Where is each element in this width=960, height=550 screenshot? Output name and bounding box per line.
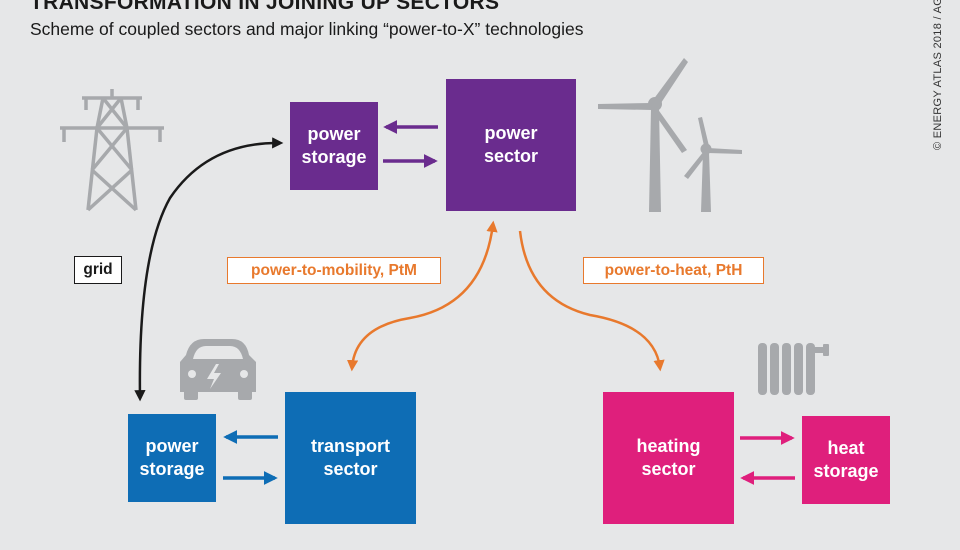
grid-arrow (134, 137, 284, 402)
page-title: TRANSFORMATION IN JOINING UP SECTORS (30, 0, 500, 14)
power-to-mobility-arrow (346, 220, 498, 372)
power-sector-box: power sector (446, 79, 576, 211)
wind-turbine-icon (598, 58, 742, 212)
power-to-heat-arrow (518, 230, 665, 372)
heat-storage-box: heat storage (802, 416, 890, 504)
pylon-icon (60, 89, 164, 212)
power-storage-bottom-box: power storage (128, 414, 216, 502)
grid-label: grid (74, 256, 122, 284)
power-storage-top-box: power storage (290, 102, 378, 190)
car-icon (180, 339, 256, 400)
power-to-mobility-label: power-to-mobility, PtM (227, 257, 441, 284)
heating-sector-box: heating sector (603, 392, 734, 524)
page-subtitle: Scheme of coupled sectors and major link… (30, 19, 584, 39)
radiator-icon (758, 343, 829, 395)
power-to-heat-label: power-to-heat, PtH (583, 257, 764, 284)
transport-sector-box: transport sector (285, 392, 416, 524)
